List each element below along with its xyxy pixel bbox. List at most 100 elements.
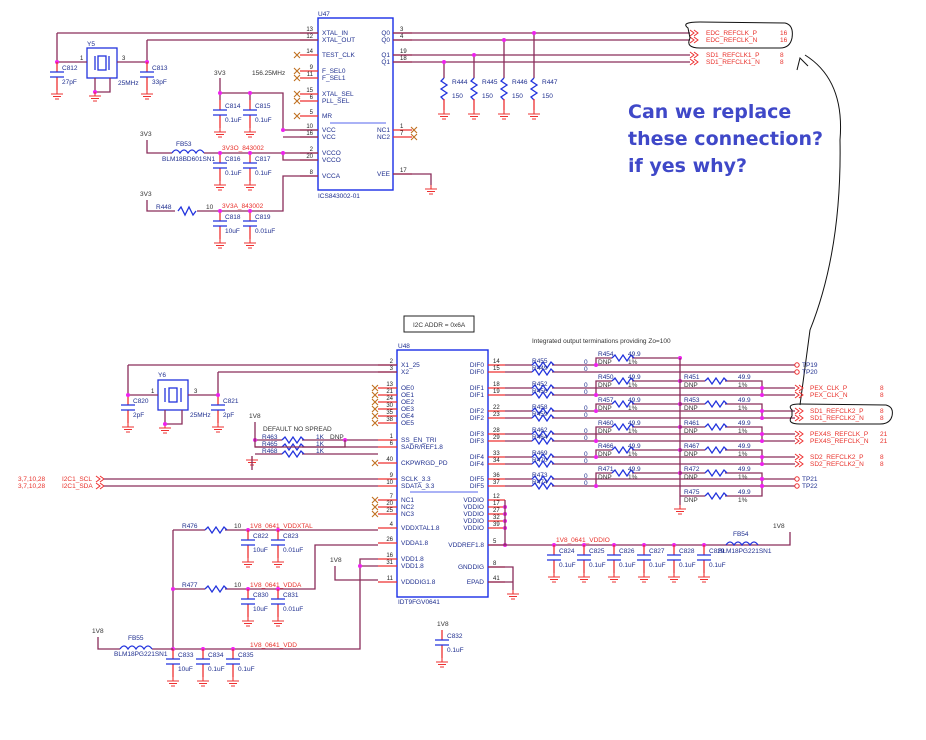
cap-ref: C827 xyxy=(649,548,665,555)
output-tp19[interactable]: TP19 xyxy=(794,362,818,369)
dnp-label: DNP xyxy=(684,474,698,481)
net-name: SD1_REFCLK1_N xyxy=(706,59,760,66)
u47-part: ICS843002-01 xyxy=(318,193,360,200)
label: R457 xyxy=(598,397,614,404)
output-tp22[interactable]: TP22 xyxy=(794,483,818,490)
cap-ref: C826 xyxy=(619,548,635,555)
label: 0 xyxy=(584,382,588,389)
pin-number: 9 xyxy=(310,65,314,71)
output-tp20[interactable]: TP20 xyxy=(794,369,818,376)
output-tp21[interactable]: TP21 xyxy=(794,476,818,483)
offpage-port-icon xyxy=(794,407,804,415)
crystal-y6[interactable] xyxy=(157,379,189,411)
ground-icon xyxy=(436,658,448,668)
pin-name: DIF5 xyxy=(470,483,484,490)
pin-name: X2 xyxy=(401,369,409,376)
crystal-y5[interactable] xyxy=(86,47,118,79)
pin-name: F_SEL0 xyxy=(322,68,346,75)
cap-ref: C832 xyxy=(447,633,463,640)
offpage-port-icon xyxy=(794,453,804,461)
label: R446 xyxy=(512,79,528,86)
tolerance: 1% xyxy=(628,474,638,481)
u47-chip[interactable] xyxy=(317,17,394,191)
pin-name: VDDIO xyxy=(463,497,484,504)
no-connect-icon xyxy=(293,51,301,59)
pin-name: VCCO xyxy=(322,157,341,164)
ground-icon xyxy=(438,110,450,120)
u48-chip[interactable] xyxy=(396,349,489,598)
